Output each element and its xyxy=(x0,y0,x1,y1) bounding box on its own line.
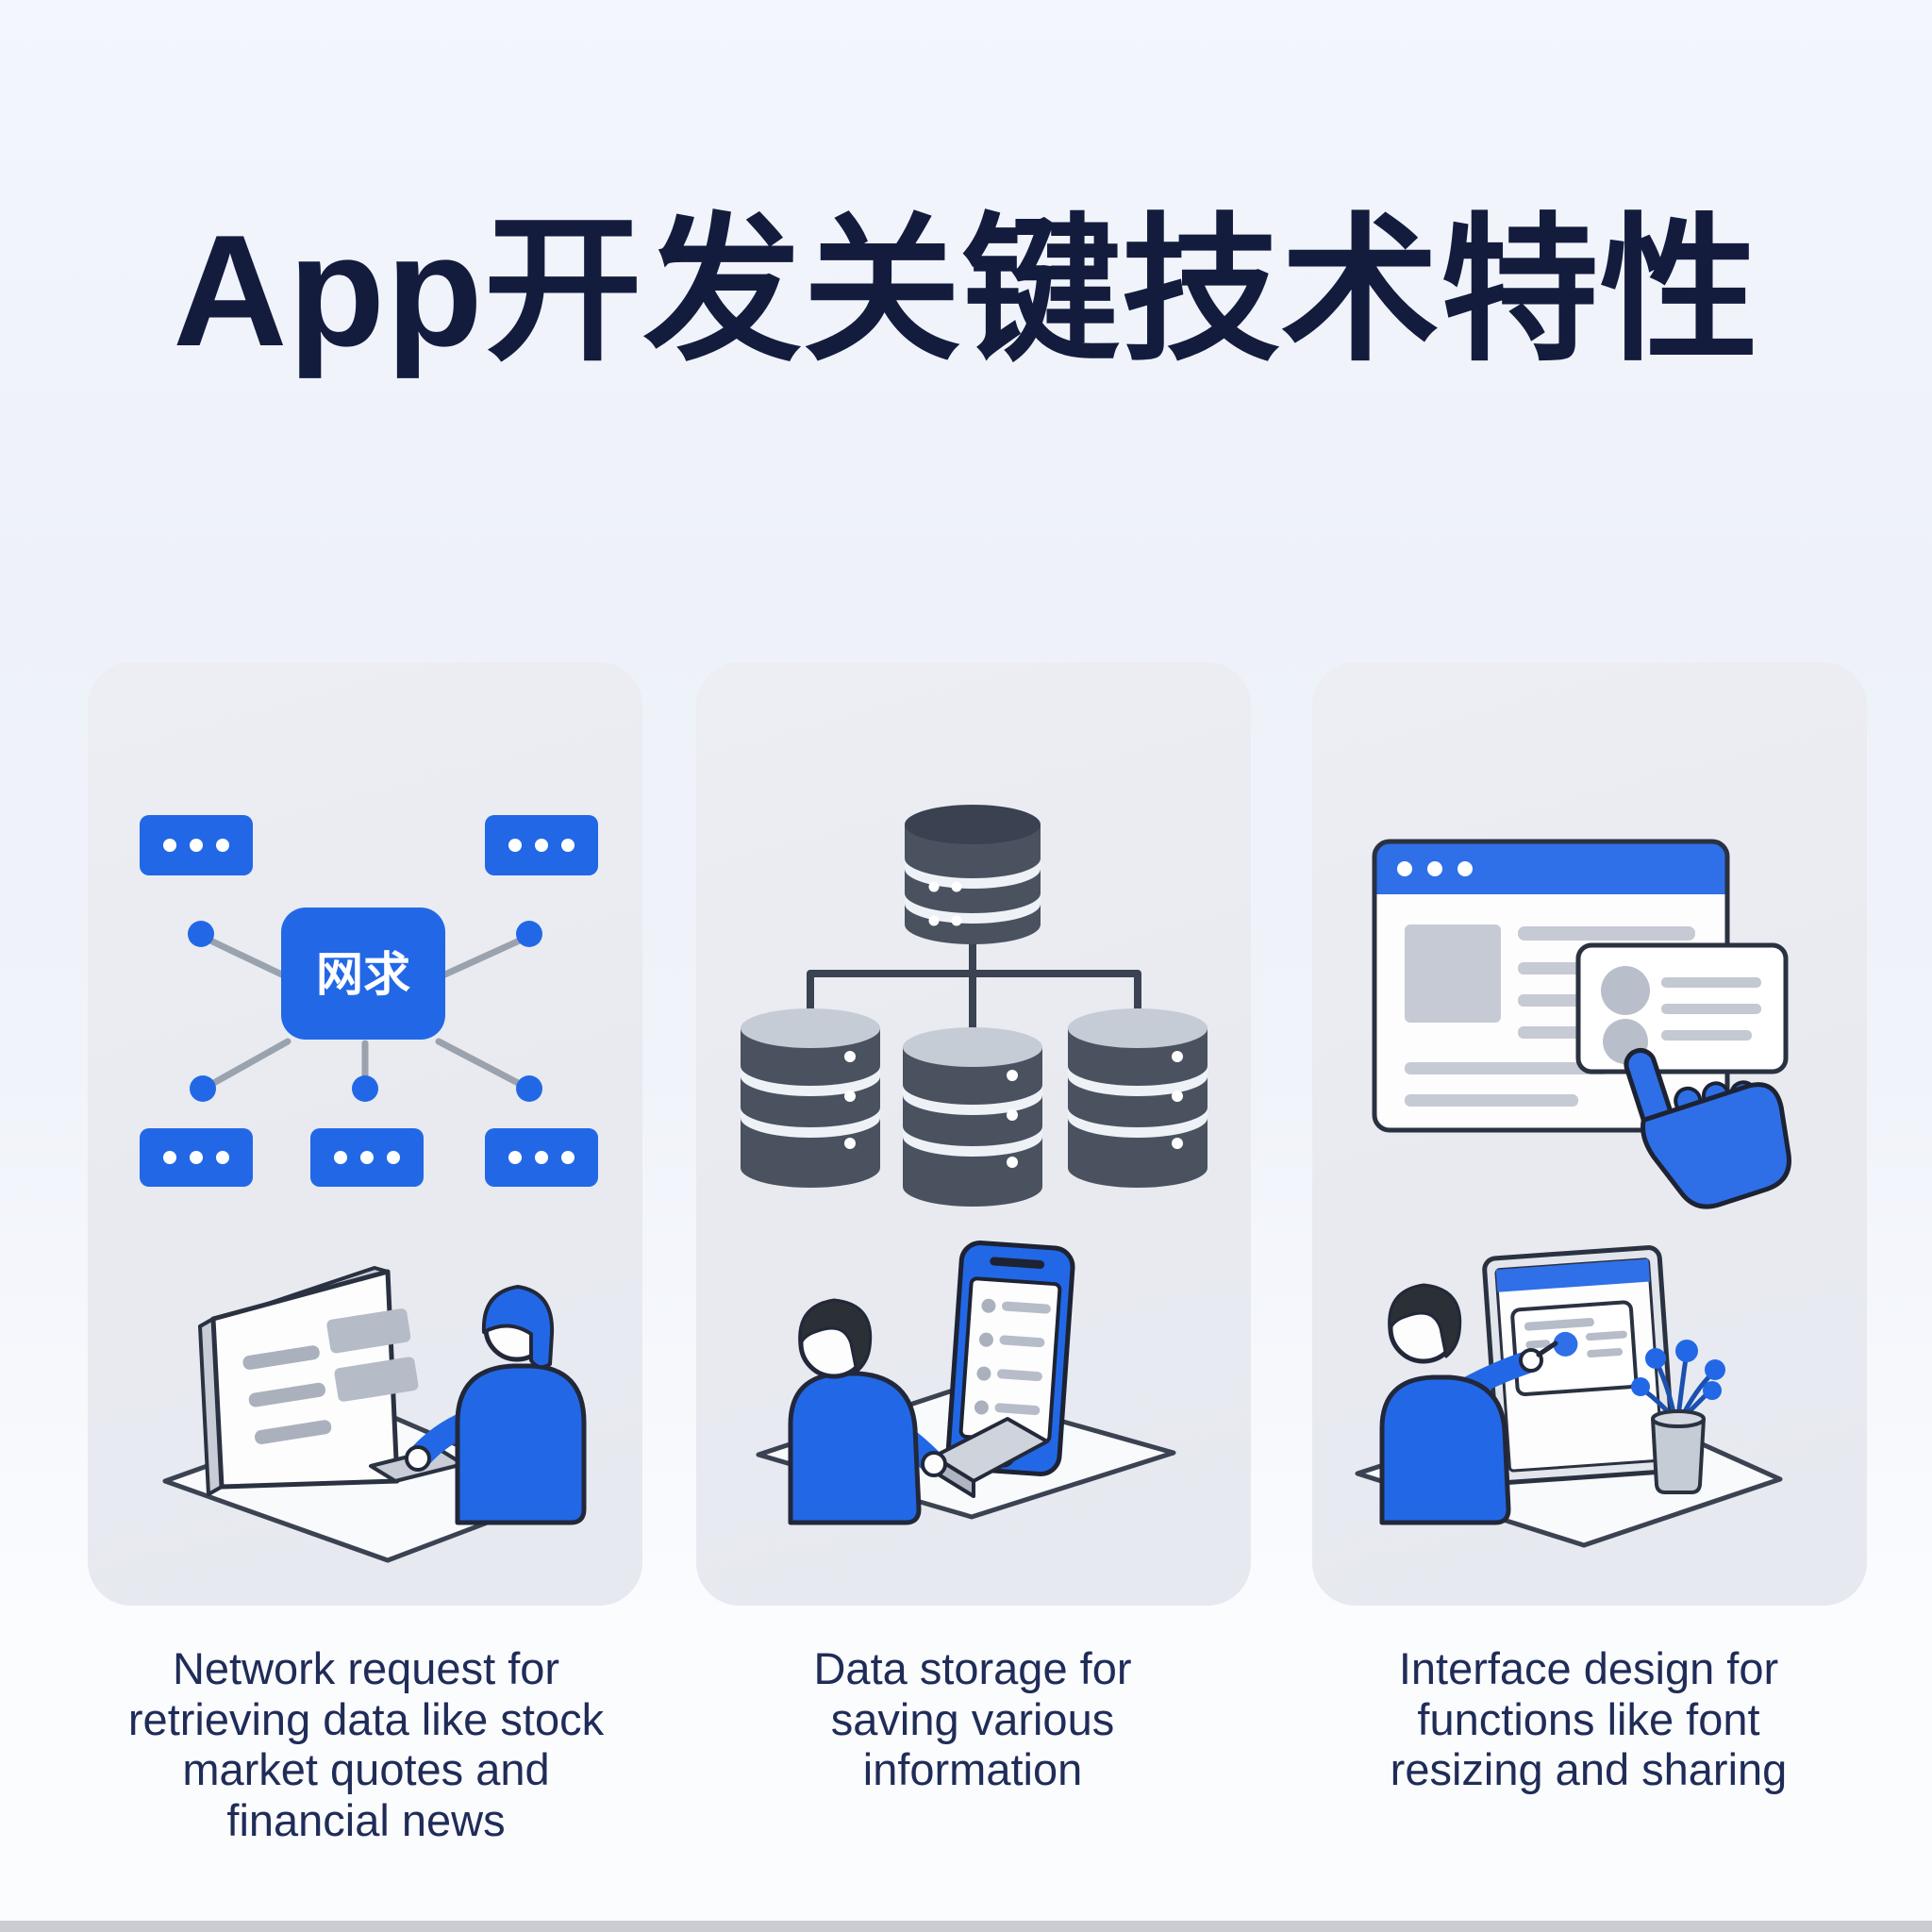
browser-window-dots xyxy=(1397,861,1473,876)
stylus xyxy=(1536,1341,1558,1357)
caption-interface-design: Interface design for functions like font… xyxy=(1390,1643,1788,1795)
network-diagram-illustration: 网求 xyxy=(140,815,598,1563)
touch-point xyxy=(1553,1331,1578,1357)
hair xyxy=(1388,1283,1462,1358)
profile-card xyxy=(1575,942,1789,1074)
card-network-request: 网求 xyxy=(88,662,642,1606)
network-node-boxes xyxy=(140,815,598,1187)
network-node-top-right xyxy=(485,815,598,875)
avatar xyxy=(1601,966,1650,1015)
database-connector-lines xyxy=(807,938,1141,1032)
network-connector-dots xyxy=(188,921,542,1102)
person-at-touch-screen-illustration xyxy=(1355,1245,1783,1548)
network-center-node-label: 网求 xyxy=(316,948,410,1001)
hand-cursor-icon xyxy=(1624,1047,1791,1209)
hair xyxy=(798,1298,873,1374)
blue-cap xyxy=(481,1285,555,1370)
network-center-node: 网求 xyxy=(281,908,445,1040)
network-node-top-left xyxy=(140,815,253,875)
monitor-icon xyxy=(198,1266,419,1496)
touch-screen-icon xyxy=(1482,1245,1676,1485)
network-node-bottom-right xyxy=(485,1128,598,1187)
network-node-bottom-middle xyxy=(310,1128,424,1187)
card-data-storage xyxy=(696,662,1251,1606)
database-bottom-middle-icon xyxy=(903,1027,1042,1207)
database-top-icon xyxy=(905,805,1041,944)
phone-icon xyxy=(945,1241,1075,1476)
network-connector-lines xyxy=(205,936,525,1089)
person-with-phone-illustration xyxy=(756,1241,1176,1525)
card-interface-design xyxy=(1312,662,1867,1606)
person-dark-hair xyxy=(788,1298,947,1525)
person-dark-hair xyxy=(1379,1283,1558,1525)
database-hierarchy-illustration xyxy=(741,805,1208,1525)
database-bottom-left-icon xyxy=(741,1008,880,1188)
database-bottom-right-icon xyxy=(1068,1008,1208,1188)
browser-image-placeholder xyxy=(1405,924,1501,1023)
caption-data-storage: Data storage for saving various informat… xyxy=(813,1643,1132,1795)
network-node-bottom-left xyxy=(140,1128,253,1187)
person-with-cap xyxy=(405,1285,587,1525)
person-at-computer-illustration xyxy=(162,1266,587,1563)
bottom-edge-strip xyxy=(0,1921,1932,1932)
browser-profile-card-click-illustration xyxy=(1355,839,1791,1548)
flower-vase-icon xyxy=(1631,1340,1725,1494)
page-title: App开发关键技术特性 xyxy=(173,202,1759,379)
caption-network-request: Network request for retrieving data like… xyxy=(127,1643,605,1845)
